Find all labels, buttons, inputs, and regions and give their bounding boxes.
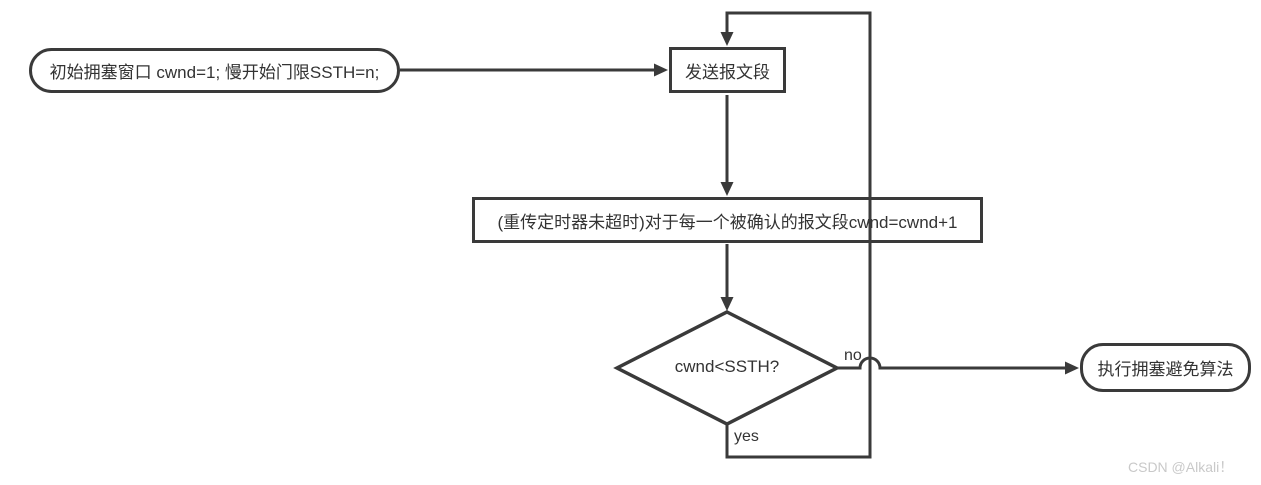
arrowhead-no-to-avoidance-icon: [1065, 361, 1079, 375]
csdn-watermark: CSDN @Alkali！: [1128, 459, 1234, 475]
node-start-label: 初始拥塞窗口 cwnd=1; 慢开始门限SSTH=n;: [49, 63, 380, 82]
edge-label-no: no: [844, 347, 862, 364]
arrowhead-loop-to-send-icon: [720, 32, 734, 46]
arrowhead-send-to-increase-icon: [720, 182, 734, 196]
node-ack-increase-label: (重传定时器未超时)对于每一个被确认的报文段cwnd=cwnd+1: [497, 212, 958, 232]
node-decision-label: cwnd<SSTH?: [674, 357, 780, 376]
edge-label-yes: yes: [734, 428, 759, 445]
no-branch-connector: [838, 356, 1066, 370]
arrowhead-increase-to-decision-icon: [720, 297, 734, 311]
node-send-process: 发送报文段: [669, 47, 786, 93]
node-congestion-avoidance-terminator: 执行拥塞避免算法: [1080, 343, 1251, 392]
node-ack-increase-process: (重传定时器未超时)对于每一个被确认的报文段cwnd=cwnd+1: [472, 197, 983, 243]
arrowhead-start-to-send-icon: [654, 63, 668, 77]
node-start-terminator: 初始拥塞窗口 cwnd=1; 慢开始门限SSTH=n;: [29, 48, 400, 93]
node-congestion-avoidance-label: 执行拥塞避免算法: [1097, 360, 1234, 379]
node-send-label: 发送报文段: [685, 62, 770, 82]
